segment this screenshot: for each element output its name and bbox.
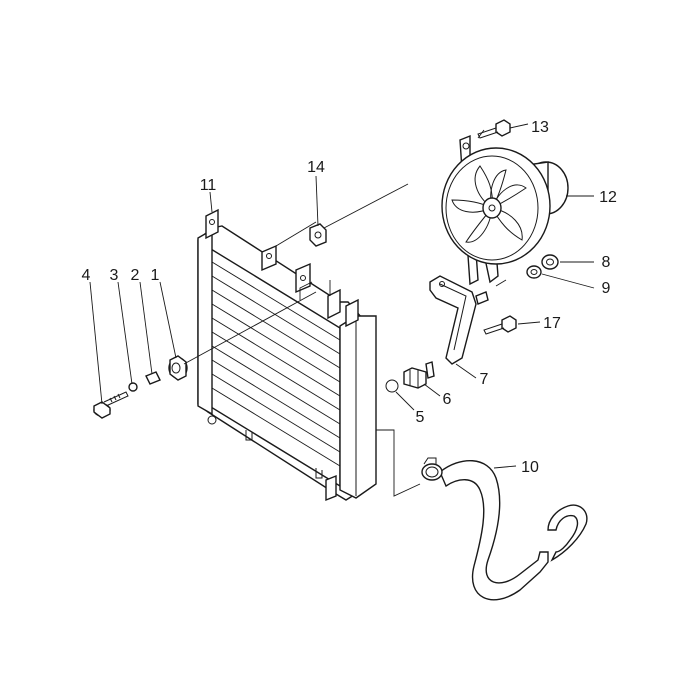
callout-10: 10	[521, 459, 539, 476]
grommet-1	[168, 355, 188, 381]
nut-8	[541, 254, 559, 270]
callout-4: 4	[82, 267, 91, 284]
spacer-2	[145, 371, 161, 385]
callout-1: 1	[151, 267, 160, 284]
screw-17	[483, 315, 517, 335]
radiator-fins	[211, 261, 341, 467]
callout-9: 9	[602, 280, 611, 297]
fan-blades	[451, 165, 527, 243]
callout-labels: 1 2 3 4 5 6 7 8 9 10 11 12 13 14 17	[82, 119, 617, 476]
washer-3	[128, 382, 138, 392]
assembly-lines	[183, 129, 507, 497]
callout-leaders	[89, 123, 595, 469]
callout-14: 14	[307, 159, 325, 176]
callout-6: 6	[443, 391, 452, 408]
callout-2: 2	[131, 267, 140, 284]
fan-bracket	[429, 275, 489, 365]
callout-11: 11	[200, 177, 217, 194]
nut-14	[309, 223, 327, 247]
callout-17: 17	[543, 315, 561, 332]
callout-3: 3	[110, 267, 119, 284]
coolant-hose	[421, 457, 588, 601]
cooling-fan	[441, 134, 569, 286]
temperature-sensor-6	[403, 361, 435, 389]
callout-8: 8	[602, 254, 611, 271]
callout-5: 5	[416, 409, 425, 426]
radiator	[197, 208, 377, 502]
callout-13: 13	[531, 119, 549, 136]
washer-9	[526, 265, 542, 279]
screw-13	[477, 119, 511, 139]
callout-12: 12	[599, 189, 617, 206]
bolt-4	[93, 391, 129, 419]
o-ring-5	[385, 379, 399, 393]
callout-7: 7	[480, 371, 489, 388]
